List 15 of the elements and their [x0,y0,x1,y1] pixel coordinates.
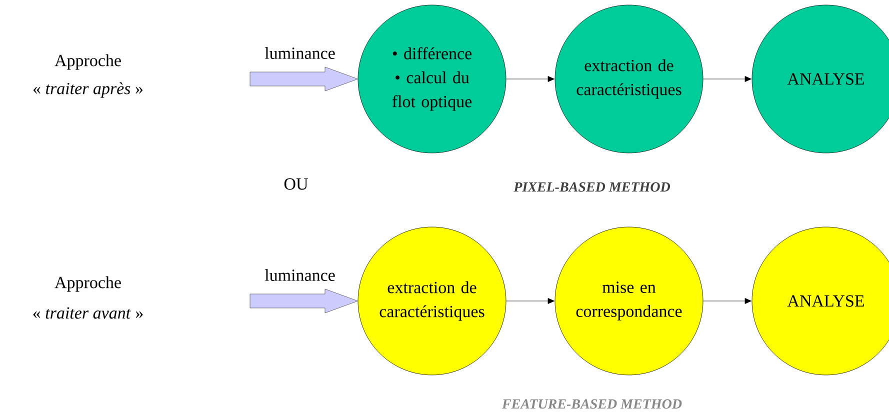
arrow [703,298,752,304]
method-title: FEATURE-BASED METHOD [502,399,682,409]
edge-label: luminance [264,269,335,281]
text-label: Approche [54,276,121,292]
edge-label: luminance [264,47,335,59]
method-title: PIXEL-BASED METHOD [514,182,670,192]
text-label: Approche [54,54,121,70]
arrow [506,76,554,82]
block-arrow [250,66,358,92]
text-label: OU [284,178,308,190]
text-label: « traiter après » [34,82,143,98]
arrow [506,298,554,304]
text-label: « traiter avant » [33,307,143,319]
arrow [703,76,752,82]
block-arrow [250,288,358,314]
